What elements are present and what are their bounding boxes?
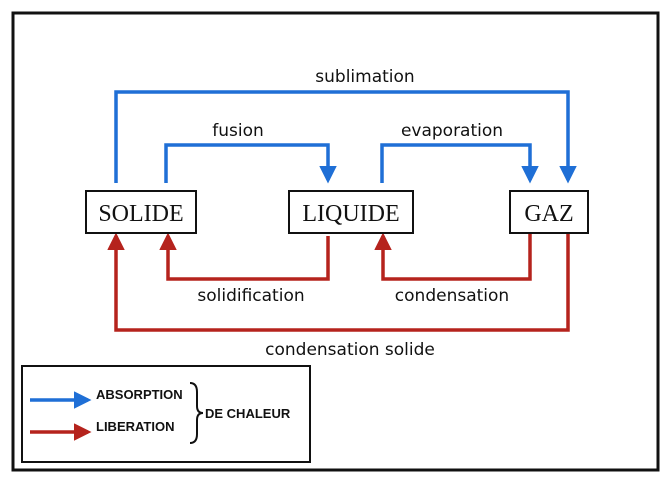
legend-brace [189,382,204,444]
condensation-label: condensation [395,286,509,306]
state-gaz-box [509,190,589,234]
legend-box [21,365,311,463]
state-liquide-label: LIQUIDE [302,201,399,227]
legend-liberation-label: LIBERATION [96,419,174,434]
outer-frame [11,11,660,472]
solidification-label: solidification [197,286,304,306]
solidification-arrow [159,232,330,281]
state-solide-box [85,190,197,234]
state-liquide-box [288,190,414,234]
condensation-arrow [374,232,532,281]
legend-absorption-label: ABSORPTION [96,387,183,402]
state-liquide: LIQUIDE [288,190,414,234]
sublimation-label: sublimation [315,67,414,87]
fusion-arrow [164,143,337,184]
state-solide: SOLIDE [85,190,197,234]
legend: ABSORPTION LIBERATION DE CHALEUR [21,365,311,463]
evaporation-label: evaporation [401,121,503,141]
fusion-label: fusion [212,121,264,141]
condensation-solide-label: condensation solide [265,340,435,360]
sublimation-arrow [114,90,577,184]
evaporation-arrow [380,143,539,184]
legend-heat-label: DE CHALEUR [205,406,291,421]
state-gaz: GAZ [509,190,589,234]
condensation-solide-arrow [107,232,570,332]
state-gaz-label: GAZ [524,201,573,227]
state-solide-label: SOLIDE [98,201,183,227]
